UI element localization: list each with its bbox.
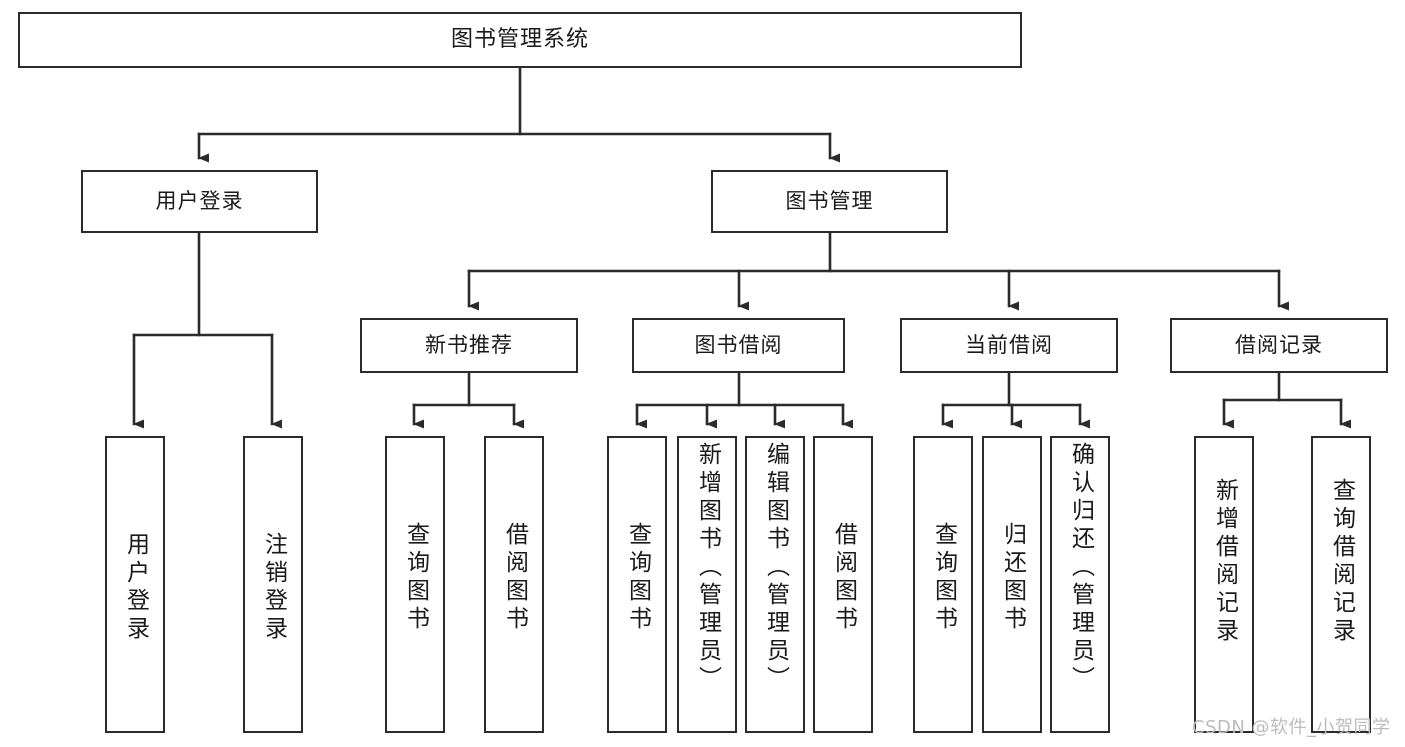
node-label: 用户登录 bbox=[155, 189, 244, 214]
leaf-borrow-book[interactable]: 借阅图书 bbox=[813, 436, 873, 733]
node-label: 查询借阅记录 bbox=[1328, 478, 1355, 646]
leaf-query-book-recommend[interactable]: 查询图书 bbox=[385, 436, 445, 733]
node-book-manage[interactable]: 图书管理 bbox=[711, 170, 948, 233]
node-label: 图书借阅 bbox=[694, 333, 783, 358]
leaf-borrow-book-recommend[interactable]: 借阅图书 bbox=[484, 436, 544, 733]
leaf-edit-book-admin[interactable]: 编辑图书（管理员） bbox=[745, 436, 805, 733]
node-label: 当前借阅 bbox=[965, 333, 1053, 358]
leaf-query-borrow-record[interactable]: 查询借阅记录 bbox=[1311, 436, 1371, 733]
node-borrow-record[interactable]: 借阅记录 bbox=[1170, 318, 1388, 373]
leaf-add-book-admin[interactable]: 新增图书（管理员） bbox=[677, 436, 737, 733]
node-label: 查询图书 bbox=[930, 522, 957, 634]
leaf-return-book[interactable]: 归还图书 bbox=[982, 436, 1042, 733]
node-label: 查询图书 bbox=[624, 522, 651, 634]
node-label: 确认归还（管理员） bbox=[1067, 442, 1094, 694]
node-label: 归还图书 bbox=[999, 522, 1026, 634]
leaf-logout-login[interactable]: 注销登录 bbox=[243, 436, 303, 733]
node-label: 注销登录 bbox=[260, 532, 287, 644]
node-label: 借阅图书 bbox=[830, 522, 857, 634]
node-label: 借阅记录 bbox=[1235, 333, 1323, 358]
node-current-borrow[interactable]: 当前借阅 bbox=[900, 318, 1118, 373]
csdn-watermark: CSDN @软件_小贺同学 bbox=[1192, 717, 1391, 738]
leaf-query-book-borrow[interactable]: 查询图书 bbox=[607, 436, 667, 733]
node-label: 借阅图书 bbox=[501, 522, 528, 634]
node-root-system[interactable]: 图书管理系统 bbox=[18, 12, 1022, 68]
node-label: 新增图书（管理员） bbox=[694, 442, 721, 694]
node-label: 新增借阅记录 bbox=[1211, 478, 1238, 646]
node-label: 用户登录 bbox=[122, 532, 149, 644]
node-label: 查询图书 bbox=[402, 522, 429, 634]
node-user-login[interactable]: 用户登录 bbox=[81, 170, 318, 233]
leaf-user-login[interactable]: 用户登录 bbox=[105, 436, 165, 733]
node-book-borrow[interactable]: 图书借阅 bbox=[632, 318, 845, 373]
node-label: 图书管理 bbox=[785, 189, 874, 214]
leaf-query-book-current[interactable]: 查询图书 bbox=[913, 436, 973, 733]
leaf-confirm-return-admin[interactable]: 确认归还（管理员） bbox=[1050, 436, 1110, 733]
node-label: 图书管理系统 bbox=[450, 27, 589, 53]
node-label: 编辑图书（管理员） bbox=[762, 442, 789, 694]
node-label: 新书推荐 bbox=[425, 333, 513, 358]
leaf-add-borrow-record[interactable]: 新增借阅记录 bbox=[1194, 436, 1254, 733]
node-new-book-recommend[interactable]: 新书推荐 bbox=[360, 318, 578, 373]
